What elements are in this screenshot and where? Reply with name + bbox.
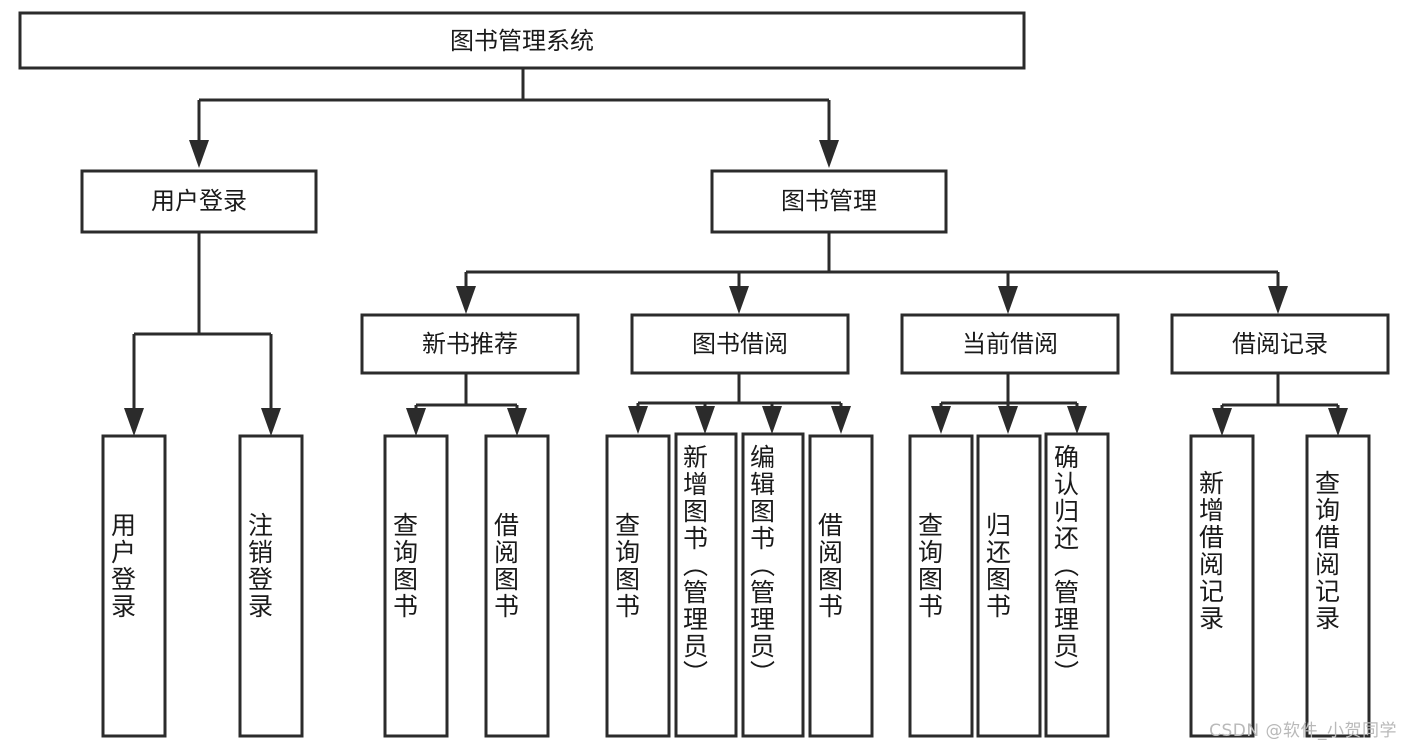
watermark-text: CSDN @软件_小贺同学 xyxy=(1209,721,1397,741)
leaf-box-record-query[interactable] xyxy=(1305,434,1371,738)
edges-current-to-leaves xyxy=(931,373,1087,434)
edges-book-manage-to-level3 xyxy=(456,232,1288,314)
arrow-bm-c3 xyxy=(998,286,1018,314)
node-book-manage-label: 图书管理 xyxy=(781,187,877,215)
arrow-user-login-l2 xyxy=(261,408,281,436)
leaf-box-borrow-borrow-book[interactable] xyxy=(808,434,874,738)
arrow-borrow-l4 xyxy=(831,406,851,434)
arrow-recommend-l1 xyxy=(406,408,426,436)
node-borrow-record-box[interactable] xyxy=(1170,313,1390,375)
leaf-box-current-confirm-return[interactable] xyxy=(1044,432,1110,738)
edges-root-to-level2 xyxy=(189,68,839,168)
leaf-box-recommend-borrow-book[interactable] xyxy=(484,434,550,738)
edges-user-login-to-leaves xyxy=(124,232,281,436)
arrow-bm-c4 xyxy=(1268,286,1288,314)
node-current-borrow-label: 当前借阅 xyxy=(962,330,1058,358)
node-book-borrow-box[interactable] xyxy=(630,313,850,375)
node-new-book-recommend-label: 新书推荐 xyxy=(422,330,518,358)
arrow-current-l3 xyxy=(1067,406,1087,434)
arrow-current-l2 xyxy=(998,406,1018,434)
arrow-recommend-l2 xyxy=(507,408,527,436)
leaf-box-borrow-query-book[interactable] xyxy=(605,434,671,738)
arrow-to-user-login xyxy=(189,140,209,168)
node-book-manage-box[interactable] xyxy=(710,169,948,234)
leaf-box-record-add[interactable] xyxy=(1189,434,1255,738)
node-root-label: 图书管理系统 xyxy=(450,27,594,55)
leaf-box-current-query-book[interactable] xyxy=(908,434,974,738)
arrow-record-l2 xyxy=(1328,408,1348,436)
node-root-box[interactable] xyxy=(18,11,1026,70)
arrow-borrow-l2 xyxy=(695,406,715,434)
leaf-box-borrow-add-book[interactable] xyxy=(674,432,738,738)
arrow-current-l1 xyxy=(931,406,951,434)
node-book-borrow-label: 图书借阅 xyxy=(692,330,788,358)
leaf-box-borrow-edit-book[interactable] xyxy=(741,432,805,738)
leaf-box-recommend-query-book[interactable] xyxy=(383,434,449,738)
arrow-bm-c2 xyxy=(729,286,749,314)
arrow-user-login-l1 xyxy=(124,408,144,436)
edges-recommend-to-leaves xyxy=(406,373,527,436)
leaf-box-logout[interactable] xyxy=(238,434,304,738)
node-current-borrow-box[interactable] xyxy=(900,313,1120,375)
node-new-book-recommend-box[interactable] xyxy=(360,313,580,375)
arrow-borrow-l3 xyxy=(762,406,782,434)
arrow-to-book-manage xyxy=(819,140,839,168)
node-borrow-record-label: 借阅记录 xyxy=(1232,330,1328,358)
node-user-login-label: 用户登录 xyxy=(151,187,247,215)
arrow-bm-c1 xyxy=(456,286,476,314)
leaf-box-user-login[interactable] xyxy=(101,434,167,738)
edges-record-to-leaves xyxy=(1212,373,1348,436)
arrow-record-l1 xyxy=(1212,408,1232,436)
leaf-box-current-return-book[interactable] xyxy=(976,434,1042,738)
arrow-borrow-l1 xyxy=(628,406,648,434)
edges-borrow-to-leaves xyxy=(628,373,851,434)
node-user-login-box[interactable] xyxy=(80,169,318,234)
